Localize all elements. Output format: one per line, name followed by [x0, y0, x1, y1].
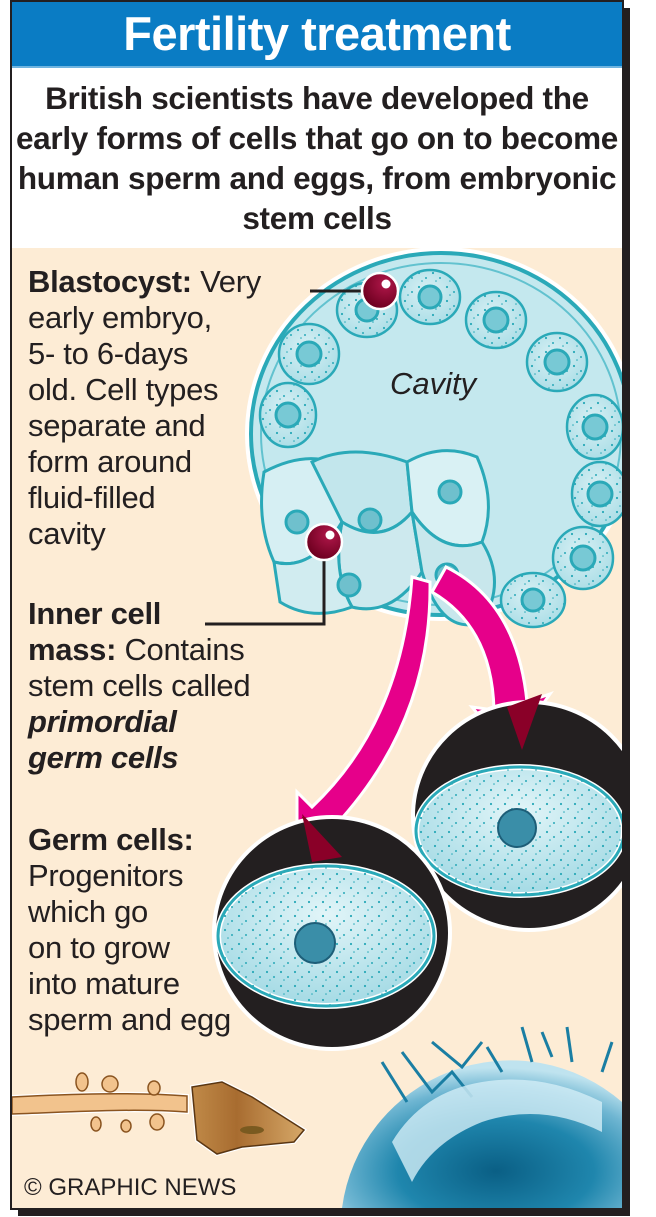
illustration — [12, 247, 622, 1208]
germ-cells-heading: Germ cells: — [28, 822, 194, 857]
trophoblast-cells — [258, 268, 622, 629]
egg-filaments — [380, 1026, 614, 1103]
inner-cell-mass-heading: Inner cell — [28, 596, 162, 631]
inner-cell-mass-line: stem cells called — [28, 668, 251, 703]
page-title: Fertility treatment — [123, 7, 511, 60]
germ-cells-label: Germ cells: Progenitors which go on to g… — [28, 822, 278, 1038]
germ-cell-right — [411, 700, 622, 932]
blastocyst-illustration — [205, 247, 622, 629]
germ-cells-line: sperm and egg — [28, 1002, 231, 1037]
infographic-frame: Fertility treatment British scientists h… — [10, 0, 624, 1210]
primordial-germ-cells-term: germ cells — [28, 740, 179, 775]
germ-cell-left — [212, 814, 452, 1051]
inner-cell-mass-line: Contains — [124, 632, 245, 667]
germ-cells-line: which go — [28, 894, 148, 929]
germ-cells-line: Progenitors — [28, 858, 184, 893]
inner-cell-mass-label: Inner cell mass: Contains stem cells cal… — [28, 596, 298, 776]
blastocyst-line: form around — [28, 444, 192, 479]
sperm-illustration — [12, 1072, 307, 1157]
intro-panel: British scientists have developed the ea… — [12, 68, 622, 248]
blastocyst-pin — [310, 271, 400, 311]
germ-cells-line: into mature — [28, 966, 180, 1001]
inner-cell-mass-pin — [205, 522, 344, 626]
inner-cell-mass-heading: mass: — [28, 632, 117, 667]
blastocyst-line: 5- to 6-days — [28, 336, 189, 371]
blastocyst-line: cavity — [28, 516, 106, 551]
intro-text: British scientists have developed the ea… — [15, 80, 619, 236]
blastocyst-line: separate and — [28, 408, 206, 443]
title-bar: Fertility treatment — [12, 2, 622, 68]
right-arrow-tip — [507, 694, 542, 750]
cavity-label: Cavity — [390, 366, 477, 401]
blastocyst-label: Blastocyst: Very early embryo, 5- to 6-d… — [28, 264, 298, 552]
primordial-germ-cells-term: primordial — [28, 704, 177, 739]
blastocyst-line: old. Cell types — [28, 372, 219, 407]
blastocyst-line: Very — [200, 264, 261, 299]
blastocyst-line: early embryo, — [28, 300, 212, 335]
germ-cells-line: on to grow — [28, 930, 170, 965]
copyright-credit: © GRAPHIC NEWS — [24, 1174, 237, 1201]
blastocyst-line: fluid-filled — [28, 480, 156, 515]
blastocyst-heading: Blastocyst: — [28, 264, 192, 299]
